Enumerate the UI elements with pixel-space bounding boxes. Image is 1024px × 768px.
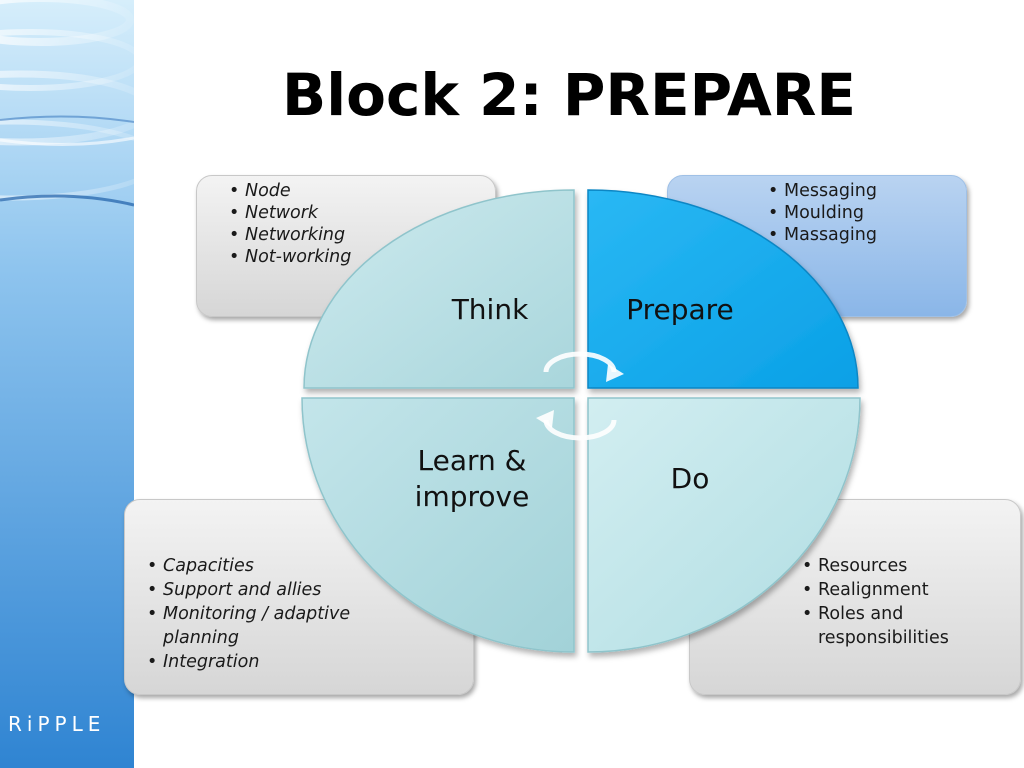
list-item: Not-working xyxy=(227,246,351,268)
list-item: Networking xyxy=(227,224,351,246)
cycle-arrows-icon xyxy=(543,351,617,441)
list-item: Resources xyxy=(800,554,1000,578)
list-item: Integration xyxy=(145,650,395,674)
list-item: Network xyxy=(227,202,351,224)
learn-label: Learn & improve xyxy=(414,444,530,513)
slide-title: Block 2: PREPARE xyxy=(282,61,856,129)
do-quadrant xyxy=(587,397,861,653)
list-item: Massaging xyxy=(766,224,877,246)
prepare-notes-list: Messaging Moulding Massaging xyxy=(766,180,877,246)
think-label: Think xyxy=(451,293,529,326)
list-item: Realignment xyxy=(800,578,1000,602)
ripple-logo: RiPPLE xyxy=(8,712,106,736)
water-ripple-graphic xyxy=(0,0,134,768)
learn-notes-list: Capacities Support and allies Monitoring… xyxy=(145,554,395,674)
arrow-head-icon xyxy=(606,364,624,382)
think-quadrant xyxy=(303,189,575,389)
list-item: Roles and responsibilities xyxy=(800,602,988,650)
list-item: Support and allies xyxy=(145,578,395,602)
arrow-head-icon xyxy=(536,410,554,428)
learn-quadrant xyxy=(301,397,575,653)
list-item: Monitoring / adaptive planning xyxy=(145,602,373,650)
prepare-label: Prepare xyxy=(626,293,734,326)
list-item: Capacities xyxy=(145,554,395,578)
do-notes-list: Resources Realignment Roles and responsi… xyxy=(800,554,1000,650)
list-item: Moulding xyxy=(766,202,877,224)
list-item: Messaging xyxy=(766,180,877,202)
side-band: RiPPLE xyxy=(0,0,134,768)
do-label: Do xyxy=(670,462,710,495)
prepare-quadrant xyxy=(587,189,859,389)
list-item: Node xyxy=(227,180,351,202)
think-notes-list: Node Network Networking Not-working xyxy=(227,180,351,268)
